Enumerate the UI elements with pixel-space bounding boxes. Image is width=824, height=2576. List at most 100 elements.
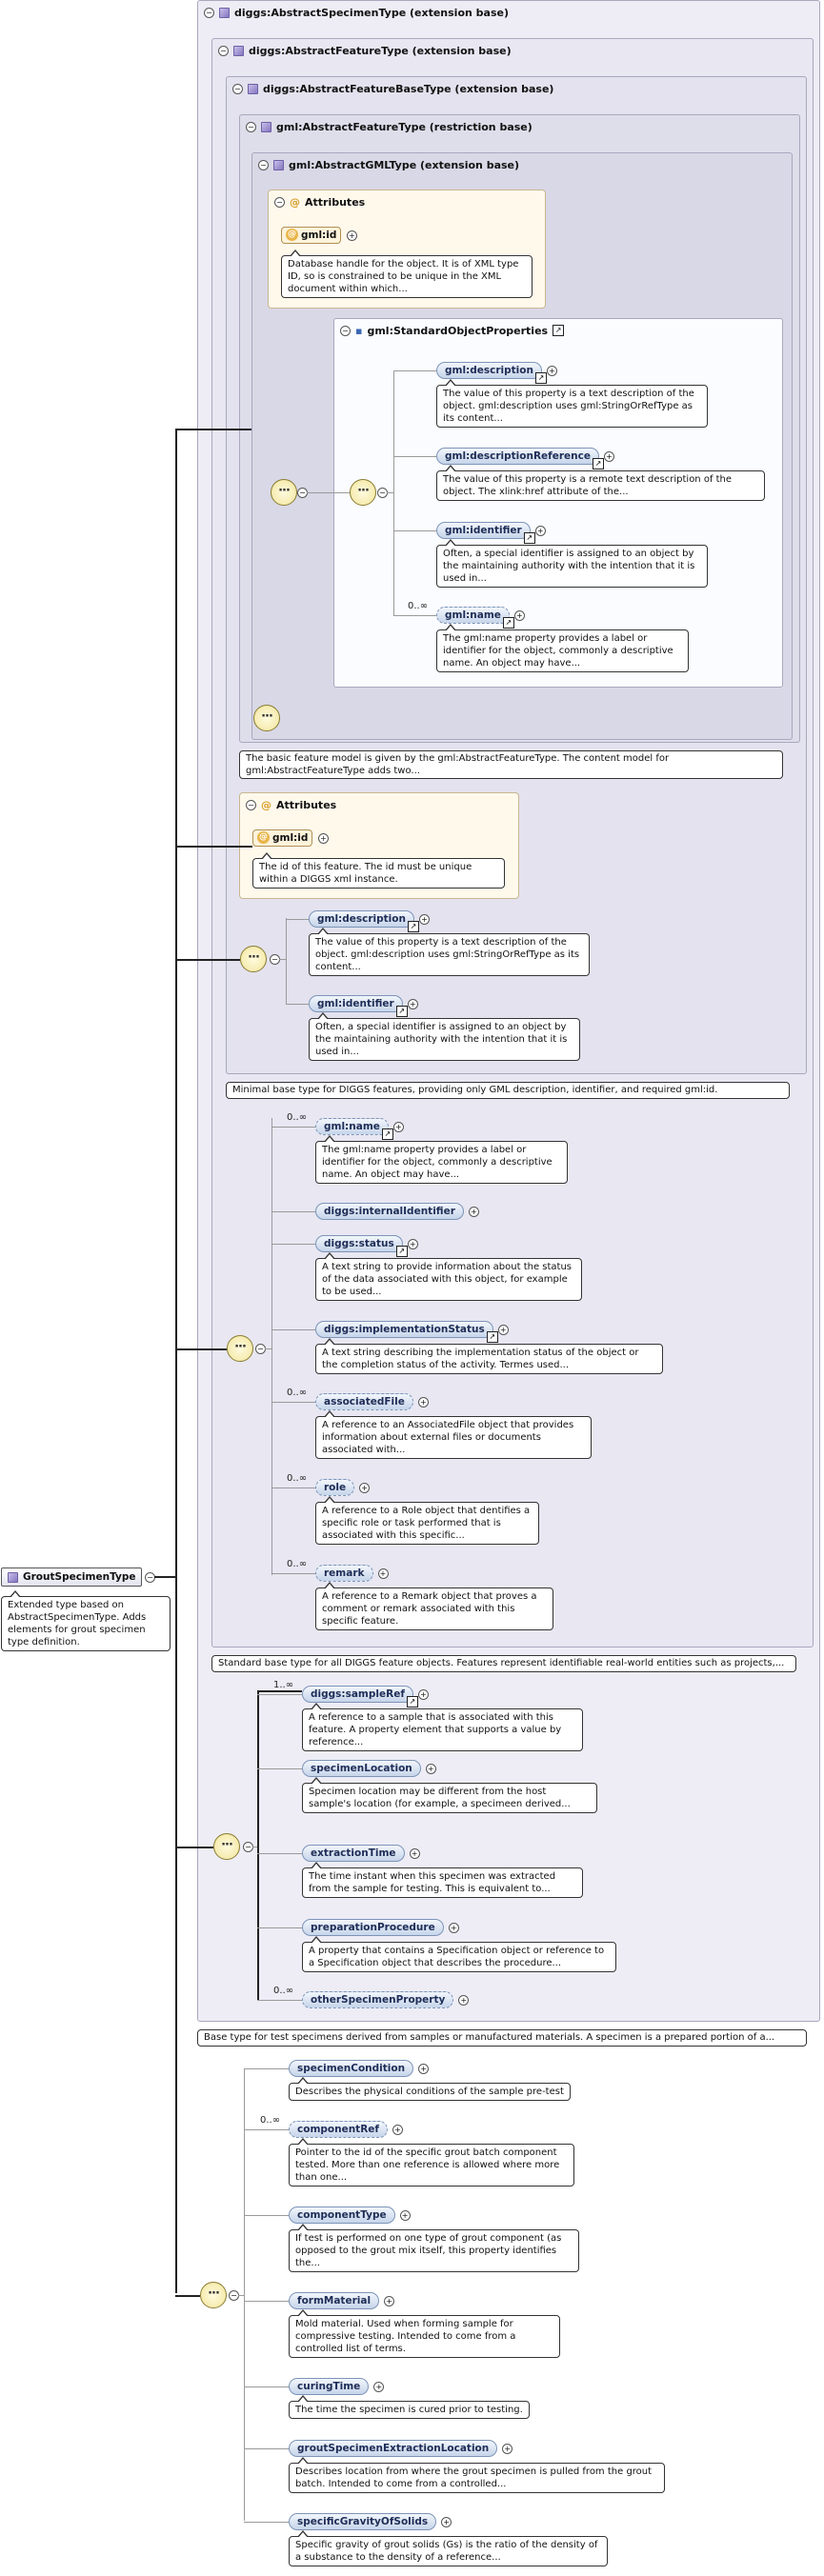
expand-toggle-icon[interactable]: + xyxy=(384,2296,395,2306)
connector-line xyxy=(393,530,436,531)
element-gml-identifier[interactable]: gml:identifier↗ xyxy=(309,995,408,1017)
cardinality-label: 0..∞ xyxy=(287,1559,308,1569)
gml-id-attribute[interactable]: gml:id xyxy=(281,227,341,244)
expand-toggle-icon[interactable]: + xyxy=(318,833,329,844)
element-remark[interactable]: remark xyxy=(315,1565,373,1582)
element-gml-descriptionreference[interactable]: gml:descriptionReference↗ xyxy=(436,448,604,469)
element-label: gml:description xyxy=(445,365,533,376)
connector-line xyxy=(271,1244,315,1245)
connector-line xyxy=(244,2301,289,2302)
expand-toggle-icon[interactable]: + xyxy=(399,2210,411,2221)
element-diggs-internalidentifier[interactable]: diggs:internalIdentifier xyxy=(315,1203,464,1220)
reference-arrow-icon[interactable]: ↗ xyxy=(523,532,535,544)
collapse-icon[interactable]: − xyxy=(246,121,256,132)
element-formmaterial[interactable]: formMaterial xyxy=(289,2292,380,2309)
element-gml-name[interactable]: gml:name↗ xyxy=(436,607,514,629)
element-diggs-sampleref[interactable]: diggs:sampleRef↗ xyxy=(302,1686,418,1707)
collapse-icon[interactable]: − xyxy=(204,7,214,18)
expand-toggle-icon[interactable]: + xyxy=(417,1397,429,1408)
reference-arrow-icon[interactable]: ↗ xyxy=(486,1331,498,1343)
expand-toggle-icon[interactable]: + xyxy=(546,366,557,376)
element-doc: Specific gravity of grout solids (Gs) is… xyxy=(289,2530,608,2566)
element-label: role xyxy=(324,1482,347,1493)
sequence-compositor-icon[interactable] xyxy=(271,479,297,506)
element-label: gml:identifier xyxy=(317,998,394,1009)
expand-toggle-icon[interactable]: + xyxy=(458,1995,470,2006)
element-specimencondition[interactable]: specimenCondition xyxy=(289,2060,414,2077)
reference-arrow-icon[interactable]: ↗ xyxy=(407,921,419,932)
expand-toggle-icon[interactable]: + xyxy=(425,1764,436,1774)
collapse-icon[interactable]: − xyxy=(232,83,243,94)
expand-toggle-icon[interactable]: + xyxy=(409,1848,420,1859)
reference-arrow-icon[interactable]: ↗ xyxy=(381,1128,393,1140)
expand-toggle-icon[interactable]: + xyxy=(441,2517,452,2527)
element-componentref[interactable]: componentRef xyxy=(289,2121,388,2138)
sequence-compositor-icon[interactable] xyxy=(240,946,267,972)
element-diggs-status[interactable]: diggs:status↗ xyxy=(315,1235,408,1257)
element-label: diggs:sampleRef xyxy=(311,1688,405,1700)
expand-toggle-icon[interactable]: + xyxy=(359,1483,371,1493)
connector-line xyxy=(271,1573,315,1574)
reference-arrow-icon[interactable]: ↗ xyxy=(534,372,547,384)
reference-arrow-icon[interactable]: ↗ xyxy=(553,325,565,336)
collapse-icon[interactable]: − xyxy=(258,159,269,170)
feature-type-doc: Standard base type for all DIGGS feature… xyxy=(211,1655,796,1672)
expand-toggle-icon[interactable]: + xyxy=(497,1325,509,1335)
expand-toggle-icon[interactable]: + xyxy=(448,1923,459,1933)
collapse-icon[interactable]: − xyxy=(340,325,351,336)
attributes-title: Attributes xyxy=(305,195,366,209)
element-doc: A reference to a sample that is associat… xyxy=(302,1703,583,1751)
element-extractiontime[interactable]: extractionTime xyxy=(302,1845,405,1862)
element-preparationprocedure[interactable]: preparationProcedure xyxy=(302,1919,444,1936)
element-specificgravityofsolids[interactable]: specificGravityOfSolids xyxy=(289,2513,437,2530)
expand-toggle-icon[interactable]: + xyxy=(407,1239,418,1249)
base-gml-id-attribute[interactable]: gml:id xyxy=(252,829,312,847)
cardinality-label: 0..∞ xyxy=(287,1473,308,1484)
expand-toggle-icon[interactable]: + xyxy=(418,914,430,925)
expand-toggle-icon[interactable]: + xyxy=(373,2382,385,2392)
box-title: diggs:AbstractSpecimenType (extension ba… xyxy=(234,6,509,19)
expand-toggle-icon[interactable]: + xyxy=(377,1568,389,1579)
sequence-compositor-icon[interactable] xyxy=(213,1833,240,1860)
reference-arrow-icon[interactable]: ↗ xyxy=(592,458,604,469)
element-associatedfile[interactable]: associatedFile xyxy=(315,1393,413,1410)
element-specimenlocation[interactable]: specimenLocation xyxy=(302,1760,421,1777)
expand-toggle-icon[interactable]: + xyxy=(392,1122,404,1132)
collapse-icon[interactable]: − xyxy=(274,196,285,208)
grout-specimen-type-node[interactable]: GroutSpecimenType xyxy=(1,1568,142,1587)
collapse-icon[interactable]: − xyxy=(246,799,256,810)
collapse-icon[interactable]: − xyxy=(218,45,229,56)
element-otherspecimenproperty[interactable]: otherSpecimenProperty xyxy=(302,1991,454,2008)
element-gml-description[interactable]: gml:description↗ xyxy=(309,910,419,932)
reference-arrow-icon[interactable]: ↗ xyxy=(406,1696,418,1707)
element-diggs-implementationstatus[interactable]: diggs:implementationStatus↗ xyxy=(315,1321,498,1343)
element-componenttype[interactable]: componentType xyxy=(289,2207,395,2224)
reference-arrow-icon[interactable]: ↗ xyxy=(502,617,514,629)
group-icon: ▪ xyxy=(355,324,363,337)
sequence-compositor-icon[interactable] xyxy=(350,479,376,506)
sequence-compositor-icon[interactable] xyxy=(253,705,280,731)
expand-toggle-icon[interactable]: + xyxy=(513,610,525,621)
element-role[interactable]: role xyxy=(315,1479,355,1496)
expand-toggle-icon[interactable]: + xyxy=(417,1689,429,1700)
group-title: gml:StandardObjectProperties xyxy=(367,324,549,337)
element-doc: Specimen location may be different from … xyxy=(302,1777,597,1813)
element-gml-identifier[interactable]: gml:identifier↗ xyxy=(436,522,535,544)
reference-arrow-icon[interactable]: ↗ xyxy=(395,1246,408,1257)
reference-arrow-icon[interactable]: ↗ xyxy=(395,1006,408,1017)
expand-toggle-icon[interactable]: + xyxy=(392,2125,403,2135)
expand-toggle-icon[interactable]: + xyxy=(468,1207,479,1217)
expand-toggle-icon[interactable]: + xyxy=(502,2444,513,2454)
sequence-compositor-icon[interactable] xyxy=(227,1335,253,1362)
expand-toggle-icon[interactable]: + xyxy=(407,999,418,1009)
expand-toggle-icon[interactable]: + xyxy=(347,230,357,241)
sequence-compositor-icon[interactable] xyxy=(200,2282,227,2308)
element-gml-name[interactable]: gml:name↗ xyxy=(315,1118,393,1140)
expand-toggle-icon[interactable]: + xyxy=(534,526,546,536)
element-curingtime[interactable]: curingTime xyxy=(289,2378,370,2395)
element-groutspecimenextractionlocation[interactable]: groutSpecimenExtractionLocation xyxy=(289,2440,498,2457)
expand-toggle-icon[interactable]: + xyxy=(603,451,614,462)
box-title: gml:AbstractFeatureType (restriction bas… xyxy=(276,120,533,133)
element-gml-description[interactable]: gml:description↗ xyxy=(436,362,547,384)
expand-toggle-icon[interactable]: + xyxy=(418,2064,430,2074)
